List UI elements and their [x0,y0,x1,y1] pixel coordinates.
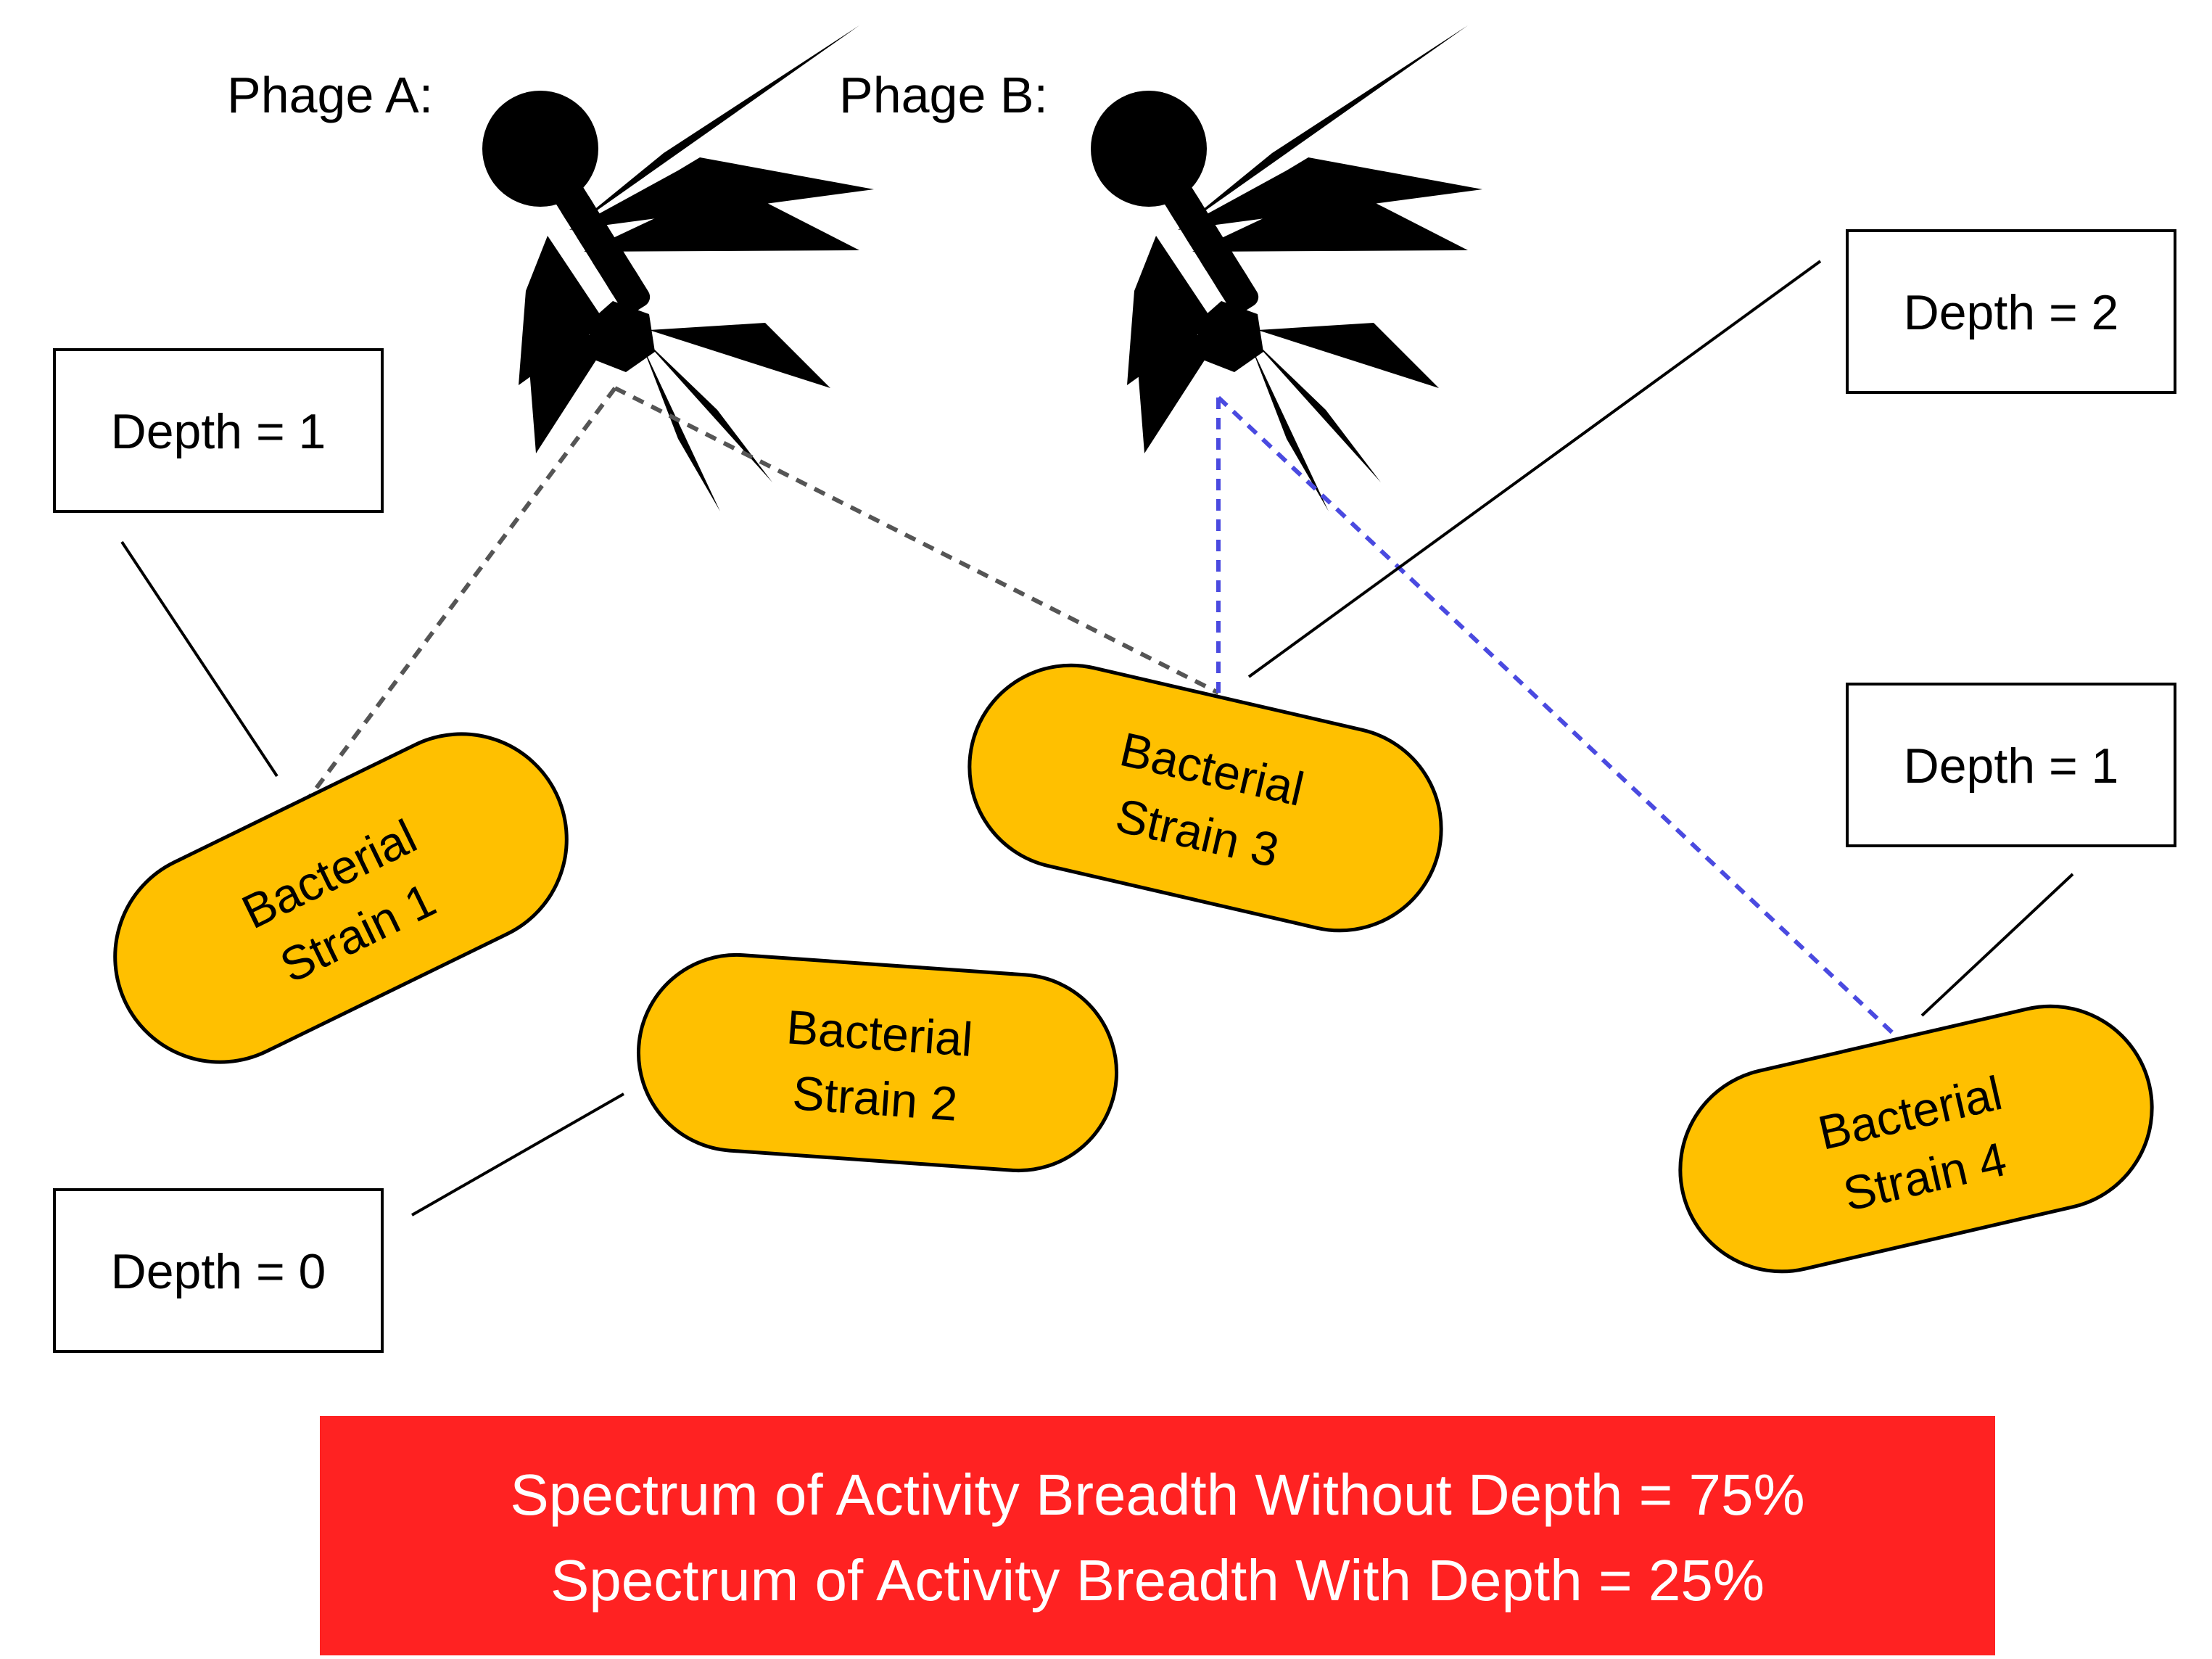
depth-connectors [120,260,2074,1217]
summary-line-with-depth: Spectrum of Activity Breadth With Depth … [550,1548,1765,1613]
summary-line-without-depth: Spectrum of Activity Breadth Without Dep… [510,1462,1804,1527]
depth-label-strain-3: Depth = 2 [1904,285,2119,340]
summary-banner: Spectrum of Activity Breadth Without Dep… [320,1416,1995,1655]
phage-b-icon: [data-name="phage-b-icon"] .ph-body { fi… [1091,25,1482,511]
link-phage-a-strain-3 [614,386,1220,695]
depth-label-strain-1: Depth = 1 [111,404,326,459]
phage-a-icon: [data-name="phage-a-icon"] .ph-body { fi… [482,25,874,511]
depth-connector-strain-3 [1247,260,1822,678]
depth-connector-strain-2 [411,1092,624,1217]
depth-connector-strain-4 [1920,873,2074,1017]
bacterial-strain-4: Bacterial Strain 4 [1678,1004,2154,1274]
phage-b-label: Phage B: [839,67,1048,123]
link-phage-b-strain-4 [1216,395,1898,1038]
depth-box-strain-4: Depth = 1 [1846,683,2176,847]
depth-connector-strain-1 [120,540,278,778]
depth-label-strain-4: Depth = 1 [1904,738,2119,794]
bacterial-strain-3: Bacterial Strain 3 [967,663,1443,933]
phage-a-label: Phage A: [227,67,433,123]
bacterial-strain-2: Bacterial Strain 2 [636,952,1119,1173]
strain-2-label-line-2: Strain 2 [791,1066,960,1131]
strain-2-label-line-1: Bacterial [785,1000,974,1066]
link-phage-a-strain-1 [302,387,617,805]
depth-box-strain-2: Depth = 0 [53,1188,384,1353]
phage-b-links [1216,395,1898,1038]
depth-box-strain-3: Depth = 2 [1846,229,2176,394]
depth-label-strain-2: Depth = 0 [111,1244,326,1299]
phage-a-links [302,386,1220,805]
depth-box-strain-1: Depth = 1 [53,348,384,513]
bacterial-strain-1: Bacterial Strain 1 [113,732,569,1064]
